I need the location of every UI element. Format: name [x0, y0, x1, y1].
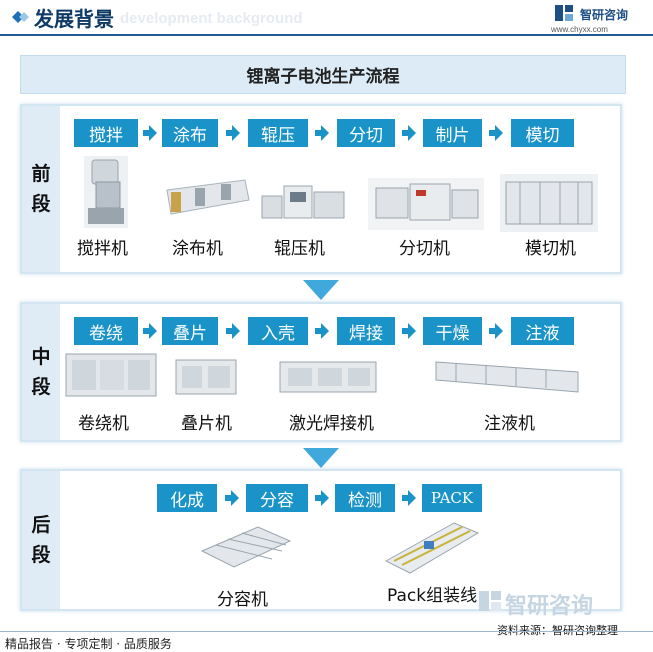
right-arrow-icon: [402, 125, 416, 141]
step-slit: 分切: [337, 119, 395, 147]
right-arrow-icon: [143, 323, 157, 339]
diagram-title: 锂离子电池生产流程: [246, 67, 400, 87]
machine-label: 叠片机: [181, 414, 232, 434]
laser-welder-image: [279, 361, 377, 393]
injector-machine-image: [435, 361, 579, 393]
right-arrow-icon: [489, 125, 503, 141]
footer-slogan: 精品报告 · 专项定制 · 品质服务: [5, 637, 172, 651]
section-back-stage: 后 段 化成 分容 检测 PACK 分容机 Pack组装线: [20, 469, 622, 611]
machine-label: Pack组装线: [387, 586, 478, 606]
mixer-machine-image: [84, 156, 128, 228]
step-grading: 分容: [246, 484, 308, 512]
diagram-title-bar: 锂离子电池生产流程: [20, 55, 626, 94]
slitter-machine-image: [368, 178, 484, 230]
step-die-cut: 模切: [511, 119, 574, 147]
machine-label: 分切机: [399, 239, 450, 259]
stage-char: 段: [31, 193, 51, 215]
section-middle-stage: 中 段 卷绕 叠片 入壳 焊接 干燥 注液 卷绕机 叠片机 激光焊接机 注液机: [20, 302, 622, 442]
roller-press-image: [261, 185, 345, 219]
machine-label: 模切机: [525, 239, 576, 259]
right-arrow-icon: [402, 323, 416, 339]
watermark-logo-icon: [479, 591, 501, 611]
brand-name: 智研咨询: [580, 8, 629, 22]
header-diamond-icon: [12, 11, 29, 23]
section-front-stage: 前 段 搅拌 涂布 辊压 分切 制片 模切: [20, 104, 622, 274]
step-case: 入壳: [248, 317, 308, 345]
step-pack: PACK: [422, 484, 482, 512]
die-cutter-image: [500, 174, 598, 232]
stage-label-front: 前 段: [22, 106, 60, 272]
right-arrow-icon: [315, 490, 329, 506]
step-inject: 注液: [511, 317, 574, 345]
coater-machine-image: [166, 179, 250, 215]
pack-line-image: [384, 522, 480, 574]
right-arrow-icon: [143, 125, 157, 141]
right-arrow-icon: [225, 490, 239, 506]
machine-label: 分容机: [217, 590, 268, 610]
stage-char: 段: [31, 376, 51, 398]
watermark-brand: 智研咨询: [505, 594, 594, 619]
step-formation: 化成: [157, 484, 217, 512]
machine-label: 辊压机: [274, 239, 325, 259]
page-header-title: 发展背景: [34, 7, 114, 31]
machine-label: 卷绕机: [78, 414, 129, 434]
machine-label: 涂布机: [172, 239, 223, 259]
right-arrow-icon: [402, 490, 416, 506]
header-subtitle-watermark: development background: [120, 10, 303, 27]
stage-char: 前: [31, 163, 51, 185]
step-inspect: 检测: [335, 484, 395, 512]
machine-label: 激光焊接机: [289, 414, 374, 434]
machine-label: 注液机: [484, 414, 535, 434]
footer-divider: [0, 631, 653, 632]
stage-label-back: 后 段: [22, 471, 60, 609]
winder-machine-image: [65, 353, 157, 397]
right-arrow-icon: [226, 323, 240, 339]
right-arrow-icon: [315, 323, 329, 339]
stacker-machine-image: [175, 359, 237, 395]
stage-char: 段: [31, 544, 51, 566]
step-stack: 叠片: [162, 317, 218, 345]
source-note: 资料来源：智研咨询整理: [497, 624, 618, 637]
right-arrow-icon: [315, 125, 329, 141]
step-coat: 涂布: [162, 119, 218, 147]
step-roll: 辊压: [248, 119, 308, 147]
step-dry: 干燥: [423, 317, 482, 345]
step-wind: 卷绕: [74, 317, 138, 345]
stage-char: 中: [31, 346, 51, 368]
right-arrow-icon: [489, 323, 503, 339]
stage-char: 后: [31, 514, 51, 536]
brand-url: www.chyxx.com: [551, 25, 608, 34]
step-sheet: 制片: [423, 119, 482, 147]
header-divider: [0, 34, 653, 36]
grading-machine-image: [200, 526, 292, 568]
stage-label-middle: 中 段: [22, 304, 60, 440]
down-arrow-icon: [303, 280, 339, 300]
brand-logo-icon: [555, 5, 573, 21]
down-arrow-icon: [303, 448, 339, 468]
step-weld: 焊接: [337, 317, 395, 345]
step-stir: 搅拌: [74, 119, 138, 147]
right-arrow-icon: [226, 125, 240, 141]
machine-label: 搅拌机: [77, 239, 128, 259]
